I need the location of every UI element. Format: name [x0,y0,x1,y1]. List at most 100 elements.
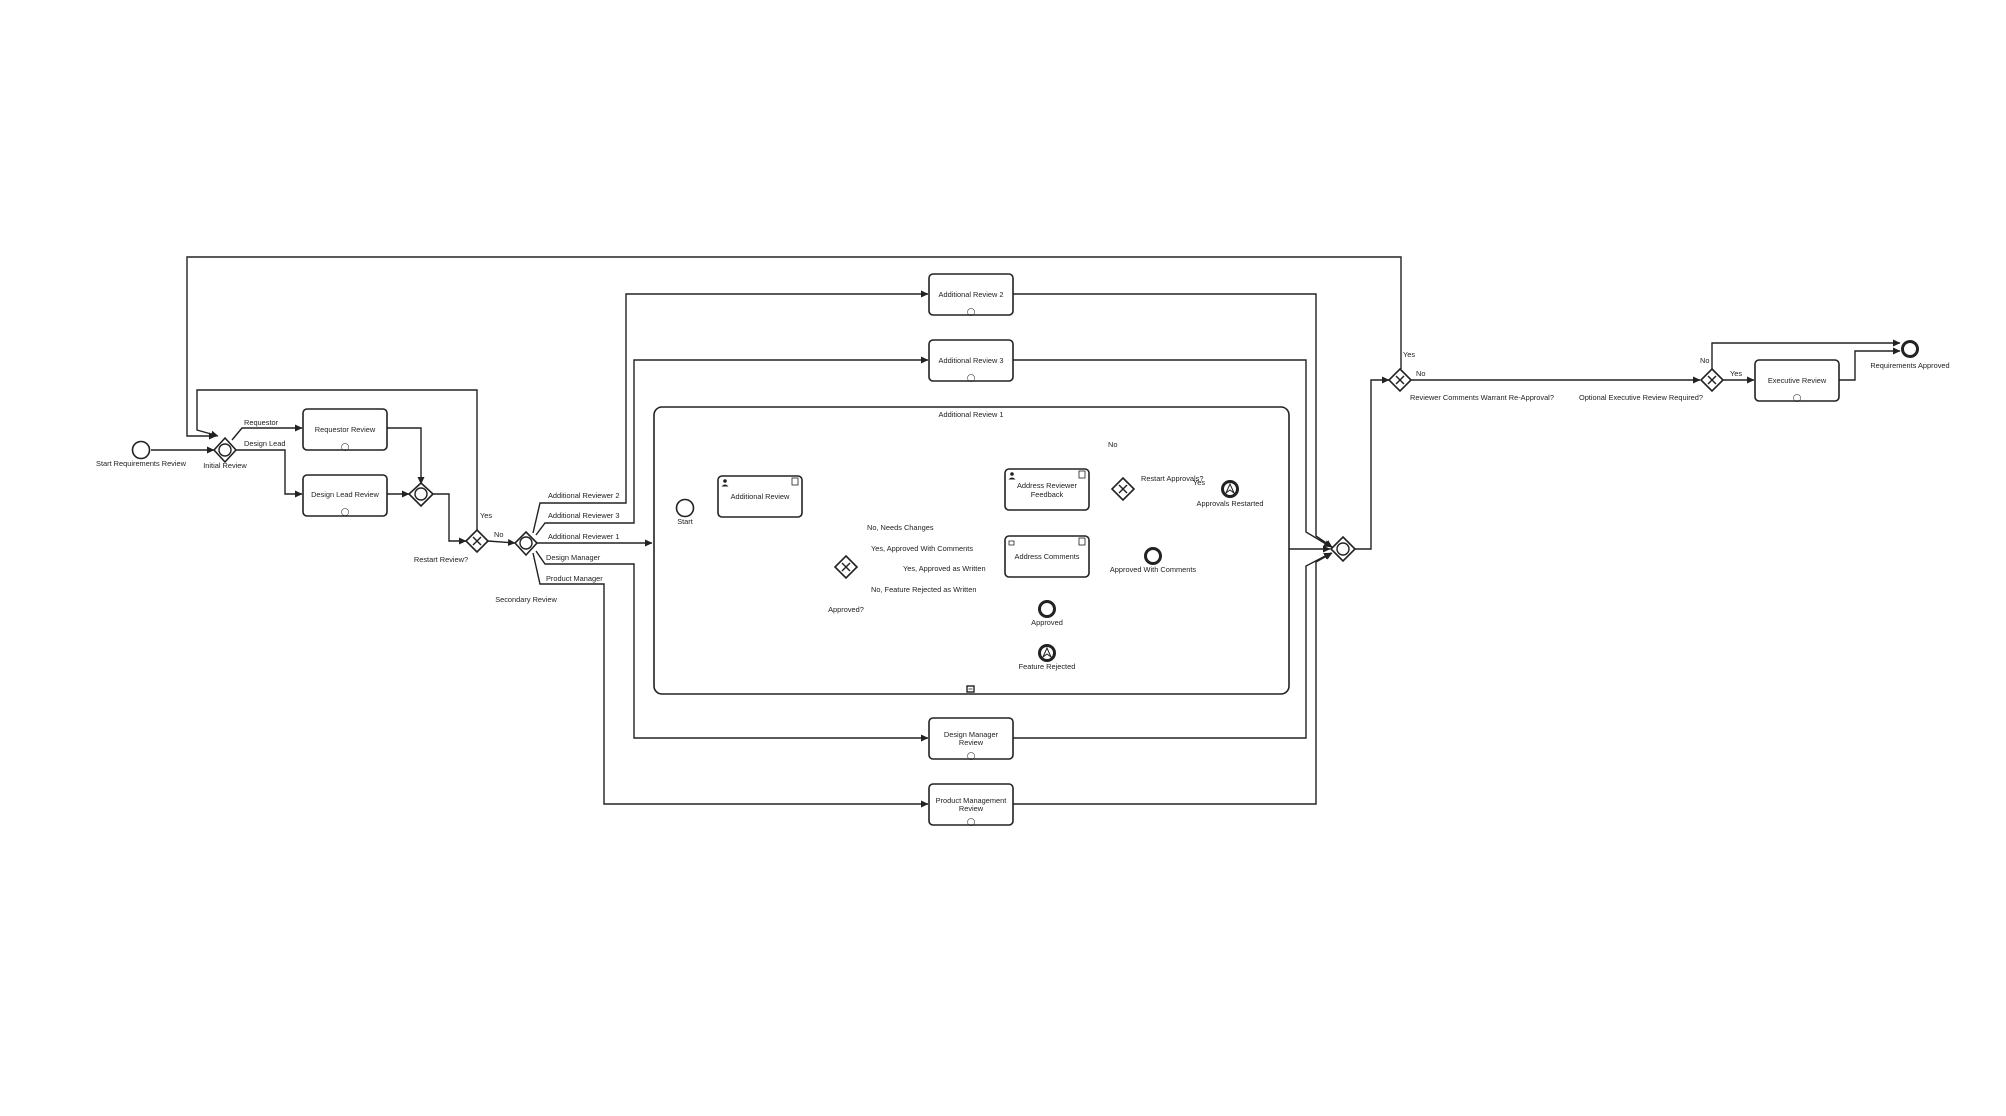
product-management-review-label-line2: Review [959,804,984,813]
label-additional-reviewer-2: Additional Reviewer 2 [548,491,619,500]
form-icon: ◯ [967,373,975,382]
flow-pm-to-join [1013,552,1333,805]
additional-review-2-label: Additional Review 2 [939,290,1004,299]
design-lead-review-task[interactable]: Design Lead Review ◯ [302,474,388,517]
label-rejected: No, Feature Rejected as Written [871,585,976,594]
restart-approvals-gateway[interactable] [1110,476,1136,502]
approvals-restarted-end-event[interactable]: Approvals Restarted [1197,480,1264,509]
label-requestor: Requestor [244,418,279,427]
label-restart-no: No [494,530,503,539]
flow-to-ar3 [535,356,929,536]
restart-review-gateway[interactable]: Restart Review? [414,528,490,564]
start-requirements-review-event[interactable]: Start Requirements Review [96,440,187,469]
flow-reapproval-loop [186,256,1402,440]
flow-to-product-mgmt [532,552,929,808]
design-manager-review-label-line1: Design Manager [944,730,999,739]
form-icon: ◯ [967,751,975,760]
additional-review-task[interactable]: Additional Review [717,475,803,518]
label-needs-changes: No, Needs Changes [867,523,934,532]
address-reviewer-feedback-task[interactable]: Address Reviewer Feedback [1004,468,1090,511]
approved-with-comments-end-event[interactable]: Approved With Comments [1110,547,1197,575]
address-comments-task[interactable]: Address Comments [1004,535,1090,578]
user-task-icon [721,479,729,487]
approved-with-comments-label: Approved With Comments [1110,565,1197,574]
sub-start-label: Start [677,517,693,526]
flow-labels: Requestor Design Lead Yes No Additional … [244,350,1742,594]
additional-review-3-label: Additional Review 3 [939,356,1004,365]
form-icon: ◯ [341,442,349,451]
label-design-lead: Design Lead [244,439,286,448]
reviewer-comments-gateway[interactable]: Reviewer Comments Warrant Re-Approval? [1387,367,1554,402]
optional-exec-gateway[interactable]: Optional Executive Review Required? [1579,367,1725,402]
feature-rejected-end-event[interactable]: Feature Rejected [1019,644,1076,672]
sequence-flows [151,256,1901,808]
design-manager-review-task[interactable]: Design Manager Review ◯ [928,717,1014,760]
form-icon: ◯ [341,507,349,516]
address-reviewer-feedback-label-line2: Feedback [1031,490,1064,499]
document-icon [1078,537,1086,546]
label-as-written: Yes, Approved as Written [903,564,986,573]
executive-review-task[interactable]: Executive Review ◯ [1754,359,1840,402]
label-additional-reviewer-1: Additional Reviewer 1 [548,532,619,541]
design-lead-review-label: Design Lead Review [311,490,379,499]
join-gateway-initial[interactable] [407,481,435,508]
escalation-icon [1041,646,1053,659]
start-requirements-review-label: Start Requirements Review [96,459,187,468]
initial-review-gateway[interactable]: Initial Review [203,436,247,470]
initial-review-label: Initial Review [203,461,247,470]
flow-design-lead [232,449,303,498]
requirements-approved-end-event[interactable]: Requirements Approved [1870,340,1950,371]
reviewer-comments-label: Reviewer Comments Warrant Re-Approval? [1410,393,1554,402]
sub-start-event[interactable]: Start [675,498,695,527]
label-exec-no: No [1700,356,1709,365]
flow-requestor-to-join [387,427,425,485]
flow-to-ar2 [532,290,929,534]
approved-gateway-label: Approved? [828,605,864,614]
secondary-review-gateway[interactable]: Secondary Review [495,530,557,604]
approved-gateway[interactable]: Approved? [828,554,864,614]
label-reapproval-yes: Yes [1403,350,1415,359]
collapse-marker-icon [966,685,975,693]
flow-ar3-to-join [1013,359,1332,548]
address-reviewer-feedback-label-line1: Address Reviewer [1017,481,1078,490]
subprocess-title: Additional Review 1 [939,410,1004,419]
subprocess-additional-review-1[interactable]: Additional Review 1 [653,406,1290,695]
document-icon [1078,470,1086,479]
design-manager-review-label-line2: Review [959,738,984,747]
label-product-manager: Product Manager [546,574,603,583]
additional-review-label: Additional Review [731,492,790,501]
approved-label: Approved [1031,618,1063,627]
flow-restart-loop [196,389,478,533]
label-exec-yes: Yes [1730,369,1742,378]
flow-requestor [231,424,303,441]
optional-exec-label: Optional Executive Review Required? [1579,393,1703,402]
form-icon: ◯ [967,307,975,316]
user-task-icon [1008,472,1016,480]
secondary-review-label: Secondary Review [495,595,557,604]
document-icon [791,477,799,486]
product-management-review-task[interactable]: Product Management Review ◯ [928,783,1014,826]
flow-join-to-restart [433,493,467,545]
label-sub-no: No [1108,440,1117,449]
additional-review-3-task[interactable]: Additional Review 3 ◯ [928,339,1014,382]
requestor-review-task[interactable]: Requestor Review ◯ [302,408,388,451]
approved-end-event[interactable]: Approved [1031,600,1063,628]
escalation-icon [1224,482,1236,495]
address-comments-label: Address Comments [1015,552,1080,561]
flow-to-design-manager [535,550,929,742]
label-restart-yes: Yes [480,511,492,520]
additional-review-2-task[interactable]: Additional Review 2 ◯ [928,273,1014,316]
label-with-comments: Yes, Approved With Comments [871,544,973,553]
final-join-gateway[interactable] [1329,535,1357,563]
form-icon: ◯ [1793,393,1801,402]
requirements-approved-label: Requirements Approved [1870,361,1949,370]
label-additional-reviewer-3: Additional Reviewer 3 [548,511,619,520]
label-reapproval-no: No [1416,369,1425,378]
flow-exec-to-end [1839,347,1901,381]
flow-no-to-secondary [487,538,516,546]
requestor-review-label: Requestor Review [315,425,376,434]
label-sub-yes: Yes [1193,478,1205,487]
flow-exec-no [1711,339,1901,369]
restart-review-label: Restart Review? [414,555,468,564]
